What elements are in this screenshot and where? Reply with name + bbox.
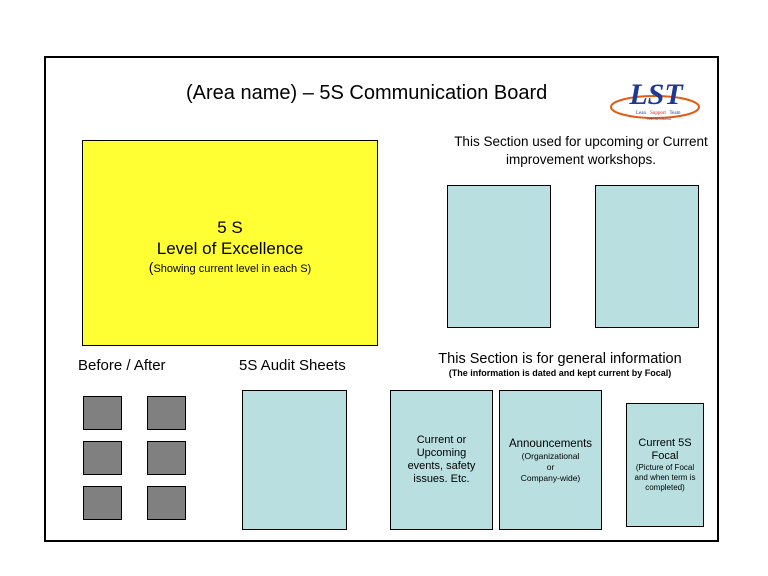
announcements-line: (Organizational bbox=[521, 450, 580, 461]
excellence-line-3: (Showing current level in each S) bbox=[149, 259, 311, 277]
announcements-line: Company-wide) bbox=[520, 472, 581, 483]
logo-word-support: Support bbox=[650, 111, 666, 116]
logo-word-lean: Lean bbox=[636, 111, 646, 116]
excellence-line-1: 5 S bbox=[217, 218, 243, 237]
excellence-note: Showing current level in each S) bbox=[153, 263, 312, 275]
focal-box: Current 5S Focal (Picture of Focal and w… bbox=[626, 403, 704, 527]
current-events-line: issues. Etc. bbox=[413, 473, 470, 485]
board-title: (Area name) – 5S Communication Board bbox=[186, 82, 548, 104]
focal-title: Current 5S bbox=[638, 437, 692, 449]
workshops-note: This Section used for upcoming or Curren… bbox=[454, 134, 708, 167]
before-photo bbox=[83, 441, 122, 475]
lst-logo: LST Lean Support Team Vallecaliz Industr… bbox=[606, 74, 702, 126]
current-events-box: Current or Upcoming events, safety issue… bbox=[390, 390, 493, 530]
current-events-line: events, safety bbox=[407, 460, 476, 472]
current-events-line: Current or bbox=[416, 434, 467, 446]
audit-sheets-label: 5S Audit Sheets bbox=[239, 357, 346, 374]
workshop-panel-2 bbox=[595, 185, 699, 328]
announcements-box: Announcements (Organizational or Company… bbox=[499, 390, 602, 530]
focal-line: and when term is bbox=[634, 473, 696, 482]
logo-letters: LST bbox=[628, 78, 684, 111]
after-photo bbox=[147, 486, 186, 520]
level-of-excellence-box: 5 S Level of Excellence (Showing current… bbox=[82, 140, 378, 346]
after-photo bbox=[147, 396, 186, 430]
announcements-line: or bbox=[546, 461, 555, 472]
audit-sheets-panel bbox=[242, 390, 347, 530]
focal-title: Focal bbox=[651, 450, 679, 462]
focal-line: completed) bbox=[645, 483, 685, 492]
announcements-title: Announcements bbox=[508, 437, 593, 450]
focal-line: (Picture of Focal bbox=[635, 463, 695, 472]
current-events-line: Upcoming bbox=[416, 447, 467, 459]
excellence-line-2: Level of Excellence bbox=[156, 239, 304, 258]
excellence-paren: ( bbox=[148, 259, 154, 275]
workshop-panel-1 bbox=[447, 185, 551, 328]
before-after-label: Before / After bbox=[78, 357, 166, 374]
general-heading: This Section is for general information bbox=[438, 351, 682, 367]
logo-word-team: Team bbox=[669, 111, 680, 116]
logo-tagline: Vallecaliz Industries bbox=[647, 117, 672, 121]
after-photo bbox=[147, 441, 186, 475]
before-photo bbox=[83, 486, 122, 520]
general-subheading: (The information is dated and kept curre… bbox=[448, 368, 672, 378]
general-info-heading: This Section is for general information … bbox=[390, 351, 730, 379]
before-photo bbox=[83, 396, 122, 430]
